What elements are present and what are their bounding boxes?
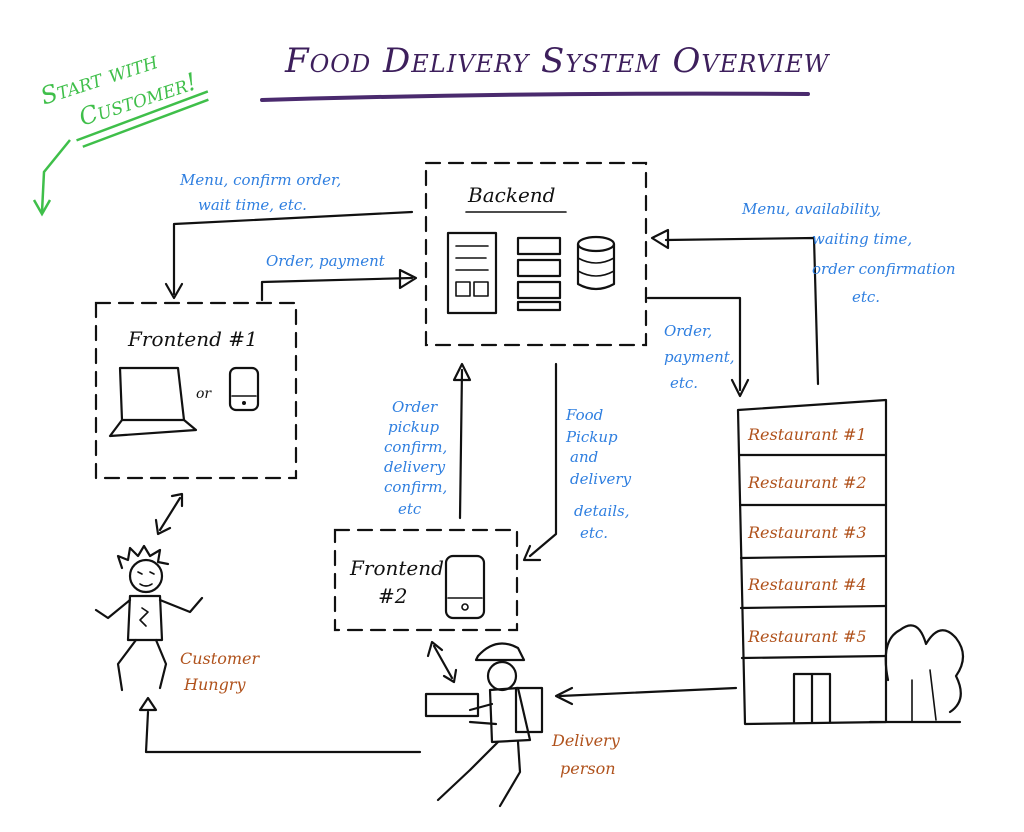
edge-backend-to-restaurant-head (730, 378, 750, 398)
frontend1-box (94, 301, 298, 480)
edge-frontend1-customer-heads (154, 492, 184, 536)
edge-backend-to-restaurant-label-3: etc. (670, 374, 698, 392)
edge-backend-to-frontend1-head (164, 282, 184, 300)
edge-backend-to-frontend2-label-3: and (570, 448, 598, 466)
edge-frontend1-to-backend-label: Order, payment (266, 252, 386, 270)
edge-frontend1-to-backend-head (398, 268, 418, 290)
edge-backend-to-restaurant-label-2: payment, (664, 348, 735, 366)
backend-server-icon (446, 231, 498, 315)
edge-backend-to-frontend2 (528, 362, 558, 558)
callout-arrow-head (32, 199, 52, 217)
edge-delivery-to-customer-head (138, 696, 158, 712)
edge-frontend2-to-backend-label-4: delivery (384, 458, 446, 476)
restaurant-2-label: Restaurant #2 (747, 473, 867, 492)
edge-backend-to-restaurant (646, 296, 742, 392)
edge-frontend2-to-backend-label-6: etc (398, 500, 422, 518)
frontend1-label: Frontend #1 (127, 327, 258, 351)
edge-restaurant-to-backend-head (650, 228, 670, 250)
edge-frontend1-customer (158, 496, 182, 532)
edge-delivery-to-customer (144, 710, 422, 754)
edge-restaurant-to-backend-label-3: order confirmation (812, 260, 956, 278)
delivery-label-1: Delivery (551, 731, 621, 750)
edge-restaurant-to-backend-label-2: waiting time, (812, 230, 912, 248)
edge-backend-to-frontend2-label-5: details, (574, 502, 630, 520)
or-label: or (196, 386, 212, 402)
edge-frontend2-delivery (432, 644, 454, 680)
delivery-label-2: person (560, 759, 616, 778)
title-underline (260, 91, 810, 102)
customer-label-1: Customer (180, 649, 260, 668)
edge-restaurant-to-backend (664, 236, 820, 386)
edge-restaurant-to-backend-label-4: etc. (852, 288, 880, 306)
edge-restaurant-to-backend-label-1: Menu, availability, (741, 200, 881, 218)
frontend2-box (333, 528, 519, 632)
restaurant-building (736, 398, 888, 726)
backend-box (424, 161, 648, 347)
edge-restaurant-to-delivery (558, 686, 738, 698)
customer-label-2: Hungry (183, 675, 246, 694)
backend-service-stack-icon (516, 236, 562, 312)
edge-backend-to-frontend2-label-2: Pickup (565, 428, 618, 446)
edge-backend-to-frontend1 (172, 210, 414, 296)
edge-frontend1-to-backend (260, 276, 414, 302)
edge-frontend2-to-backend (458, 368, 464, 520)
edge-backend-to-frontend2-head (522, 544, 542, 562)
delivery-person-figure (424, 642, 544, 808)
edge-backend-to-restaurant-label-1: Order, (664, 322, 712, 340)
restaurant-1-label: Restaurant #1 (747, 425, 867, 444)
edge-backend-to-frontend2-label-4: delivery (570, 470, 632, 488)
frontend2-label-line1: Frontend (349, 556, 444, 580)
customer-figure (94, 544, 204, 692)
edge-frontend2-to-backend-head (452, 362, 472, 382)
edge-frontend2-to-backend-label-2: pickup (388, 418, 440, 436)
frontend2-label-line2: #2 (378, 584, 407, 608)
edge-backend-to-frontend2-label-1: Food (565, 406, 603, 424)
edge-frontend2-to-backend-label-5: confirm, (384, 478, 447, 496)
bush-icon (868, 624, 965, 724)
phone-icon-frontend2 (444, 554, 486, 620)
start-callout: Start with Customer! (37, 46, 209, 148)
restaurant-4-label: Restaurant #4 (747, 575, 867, 594)
database-icon (576, 235, 616, 291)
callout-arrow-line (40, 139, 71, 213)
restaurant-5-label: Restaurant #5 (747, 627, 867, 646)
laptop-icon (108, 366, 198, 438)
edge-frontend2-delivery-heads (426, 640, 458, 684)
restaurant-3-label: Restaurant #3 (747, 523, 867, 542)
edge-backend-to-frontend2-label-6: etc. (580, 524, 608, 542)
edge-backend-to-frontend1-label-1: Menu, confirm order, (179, 171, 341, 189)
edge-backend-to-frontend1-label-2: wait time, etc. (198, 196, 307, 214)
edge-frontend2-to-backend-label-3: confirm, (384, 438, 447, 456)
backend-label: Backend (467, 183, 555, 207)
diagram-title: Food Delivery System Overview (284, 41, 831, 81)
edge-frontend2-to-backend-label-1: Order (392, 398, 438, 416)
callout-underline (76, 90, 209, 148)
edge-restaurant-to-delivery-head (554, 686, 574, 706)
phone-icon-frontend1 (228, 366, 260, 412)
